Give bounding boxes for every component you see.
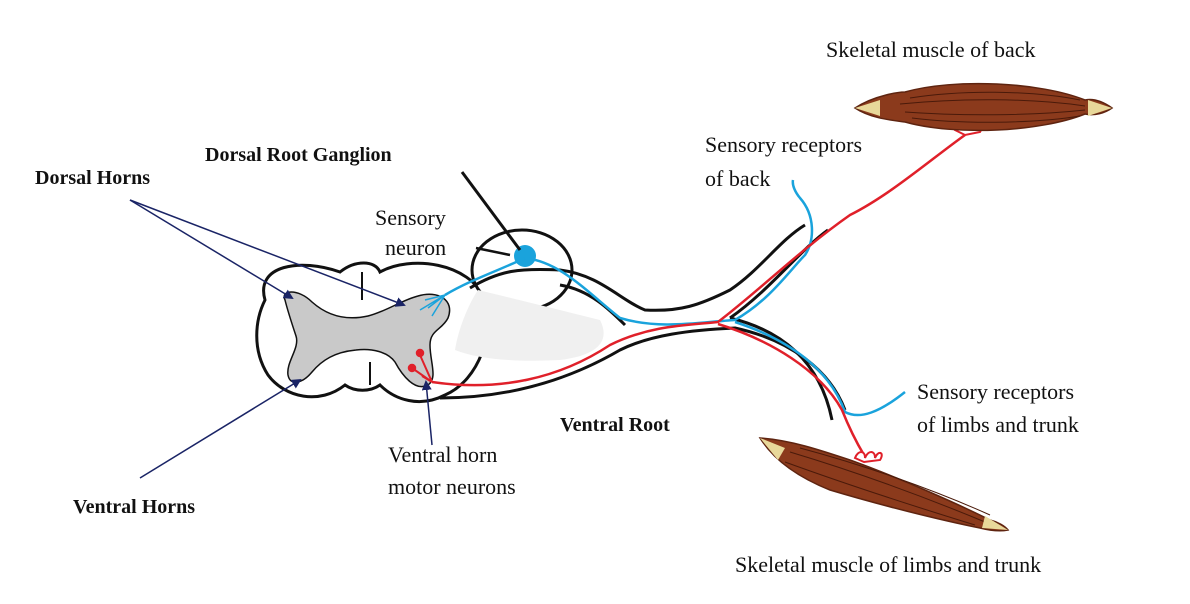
- leader-sensory-neuron: [475, 246, 511, 257]
- label-skeletal-muscle-back: Skeletal muscle of back: [826, 37, 1036, 62]
- label-dorsal-horns: Dorsal Horns: [35, 167, 150, 189]
- muscle-limbs-striations: [784, 447, 991, 526]
- muscle-back: [853, 82, 1114, 132]
- motor-neuron-soma-2: [407, 363, 417, 373]
- label-sensory-receptors-limbs-line2: of limbs and trunk: [917, 412, 1079, 437]
- motor-end-plate-limbs: [853, 451, 883, 464]
- label-sensory-receptors-limbs-line1: Sensory receptors: [917, 379, 1074, 404]
- motor-axon-back: [431, 133, 966, 387]
- dorsal-root-upper-outline: [469, 223, 806, 312]
- arrow-dorsal-horn-left: [129, 199, 294, 300]
- muscle-back-tendon-left: [855, 100, 880, 116]
- label-skeletal-muscle-limbs: Skeletal muscle of limbs and trunk: [735, 552, 1041, 577]
- leader-dorsal-root-ganglion: [460, 171, 522, 251]
- motor-neuron-soma-1: [415, 348, 425, 358]
- label-ventral-horns: Ventral Horns: [73, 496, 195, 518]
- arrow-dorsal-horn-right: [129, 199, 406, 307]
- muscle-limbs: [758, 437, 1010, 532]
- muscle-limbs-tendon-right: [982, 516, 1008, 530]
- label-sensory-neuron-line2: neuron: [385, 235, 446, 260]
- label-ventral-horn-motor-line2: motor neurons: [388, 474, 516, 499]
- label-sensory-neuron-line1: Sensory: [375, 205, 446, 230]
- label-dorsal-root-ganglion: Dorsal Root Ganglion: [205, 144, 392, 166]
- label-sensory-receptors-back-line1: Sensory receptors: [705, 132, 862, 157]
- muscle-back-striations: [899, 91, 1086, 123]
- arrow-ventral-horn: [139, 378, 302, 479]
- label-ventral-root: Ventral Root: [560, 414, 670, 436]
- motor-axon-limbs: [717, 322, 866, 456]
- muscle-limbs-belly: [758, 437, 1010, 532]
- label-ventral-horn-motor-line1: Ventral horn: [388, 442, 497, 467]
- muscle-limbs-tendon-left: [760, 438, 785, 460]
- muscle-back-tendon-right: [1088, 100, 1112, 116]
- sensory-axon-back: [524, 179, 814, 326]
- nerve-region: [455, 290, 604, 361]
- spinal-cord: [255, 261, 490, 404]
- sensory-axon-central: [444, 256, 526, 297]
- sensory-axon-limbs: [734, 320, 906, 417]
- label-sensory-receptors-back-line2: of back: [705, 166, 770, 191]
- muscle-back-belly: [853, 82, 1114, 132]
- median-fissure: [361, 272, 371, 385]
- sensory-pathway: [419, 179, 906, 417]
- sensory-terminals: [419, 294, 446, 317]
- arrow-ventral-motor-neurons: [421, 380, 433, 446]
